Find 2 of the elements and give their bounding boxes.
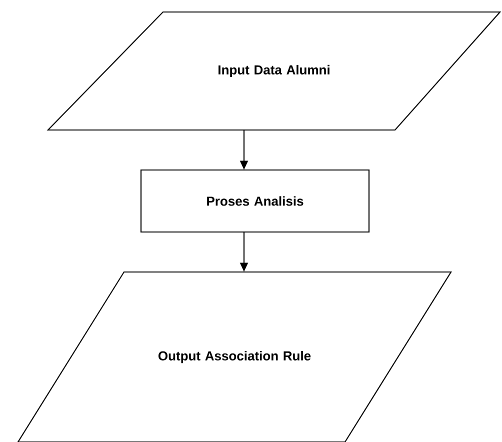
input-output-parallelogram: Output Association Rule [17, 271, 452, 442]
process-box: Proses Analisis [140, 169, 370, 233]
